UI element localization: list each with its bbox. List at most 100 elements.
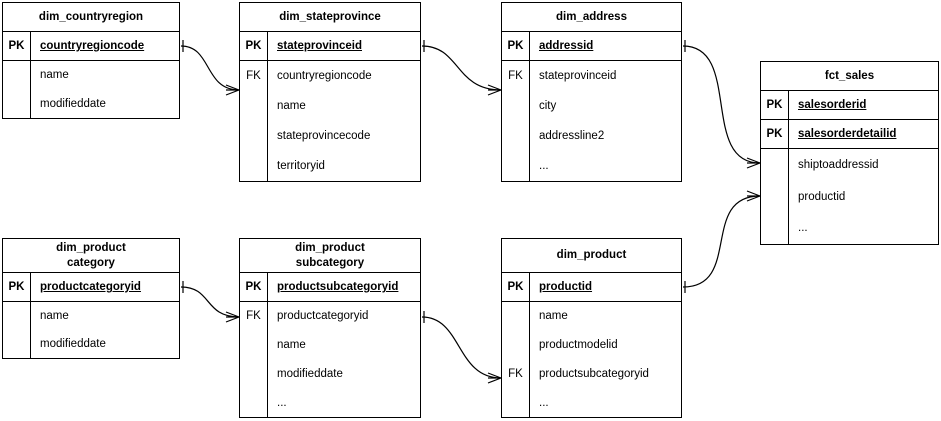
attribute-name: productid <box>798 190 846 203</box>
attribute-name: ... <box>798 222 808 235</box>
cardinality-many-marker <box>225 84 240 96</box>
entity-title: dim_product category <box>3 239 179 273</box>
key-badge: PK <box>3 273 31 301</box>
attribute-key-blank <box>3 61 30 90</box>
attribute-name: territoryid <box>277 160 325 172</box>
attribute-name: modifieddate <box>277 367 343 380</box>
attribute-key-blank <box>240 360 267 389</box>
attribute-key-blank <box>761 212 788 244</box>
relationship-line <box>180 286 240 318</box>
foreign-key-badge: FK <box>508 70 523 82</box>
attribute-key-blank <box>240 331 267 360</box>
attribute-name-column: name modifieddate <box>31 302 179 358</box>
key-row[interactable]: PK salesorderid <box>761 91 938 120</box>
primary-key-name: productsubcategoryid <box>277 281 399 293</box>
attribute-name: stateprovinceid <box>539 70 617 82</box>
cardinality-many-marker <box>487 84 502 96</box>
attribute-key-blank <box>502 151 529 181</box>
attribute-key-blank <box>240 121 267 151</box>
relationship-line <box>682 195 761 288</box>
attribute-name: countryregioncode <box>277 70 372 82</box>
entity-title: dim_address <box>502 3 681 32</box>
primary-key-name: productid <box>539 281 593 293</box>
cardinality-many-marker <box>487 372 502 384</box>
primary-key-name: productcategoryid <box>40 281 141 293</box>
foreign-key-badge: FK <box>508 367 523 380</box>
entity-title: dim_product subcategory <box>240 239 420 273</box>
attribute-key-column <box>3 61 31 118</box>
key-row[interactable]: PK addressid <box>502 32 681 61</box>
attribute-name: addressline2 <box>539 130 605 142</box>
primary-key-name: countryregioncode <box>40 40 145 52</box>
attribute-key-column: FK <box>240 302 268 417</box>
key-badge: PK <box>761 91 789 119</box>
attribute-key-column: FK <box>240 61 268 181</box>
attribute-name: name <box>40 310 69 322</box>
entity-title: dim_product <box>502 239 681 273</box>
key-row[interactable]: PK countryregioncode <box>3 32 179 61</box>
entity-title: fct_sales <box>761 62 938 91</box>
attribute-key-blank <box>240 91 267 121</box>
relationship-product-to-fctsales[interactable] <box>682 190 761 293</box>
relationship-address-to-fctsales[interactable] <box>682 40 761 169</box>
attribute-name: stateprovincecode <box>277 130 371 142</box>
attribute-name: ... <box>539 396 549 409</box>
attribute-key-blank <box>240 388 267 417</box>
attribute-name: name <box>40 69 69 82</box>
key-badge: PK <box>761 120 789 148</box>
attribute-group: name modifieddate <box>3 61 179 118</box>
attribute-name: ... <box>277 396 287 409</box>
key-badge: PK <box>3 32 31 60</box>
attribute-key-blank <box>3 302 30 330</box>
primary-key-name: addressid <box>539 40 594 52</box>
key-badge: PK <box>502 32 530 60</box>
key-badge: PK <box>240 273 268 301</box>
relationship-line <box>421 316 502 379</box>
primary-key-name: salesorderid <box>798 99 867 111</box>
cardinality-many-marker <box>746 190 761 202</box>
relationship-productcategory-to-subcategory[interactable] <box>180 281 240 323</box>
relationship-countryregion-to-stateprovince[interactable] <box>180 40 240 96</box>
attribute-key-column <box>761 149 789 244</box>
relationship-line <box>682 45 761 164</box>
attribute-key-column: FK <box>502 302 530 417</box>
attribute-group: name modifieddate <box>3 302 179 358</box>
attribute-key-column: FK <box>502 61 530 181</box>
relationship-stateprovince-to-address[interactable] <box>421 40 502 96</box>
key-row[interactable]: PK productsubcategoryid <box>240 273 420 302</box>
key-row[interactable]: PK productcategoryid <box>3 273 179 302</box>
attribute-name: ... <box>539 160 549 172</box>
attribute-name: modifieddate <box>40 97 106 110</box>
attribute-name: name <box>277 339 306 352</box>
attribute-name: productsubcategoryid <box>539 367 649 380</box>
attribute-key-blank <box>3 330 30 358</box>
attribute-key-blank <box>502 388 529 417</box>
relationship-line <box>180 45 240 91</box>
primary-key-name: salesorderdetailid <box>798 128 897 140</box>
key-row[interactable]: PK salesorderdetailid <box>761 120 938 149</box>
attribute-name: modifieddate <box>40 338 106 350</box>
relationship-subcategory-to-product[interactable] <box>421 311 502 384</box>
foreign-key-badge: FK <box>246 310 261 323</box>
relationship-line <box>421 45 502 91</box>
entity-title: dim_stateprovince <box>240 3 420 32</box>
attribute-key-blank <box>502 91 529 121</box>
attribute-name-column: name modifieddate <box>31 61 179 118</box>
